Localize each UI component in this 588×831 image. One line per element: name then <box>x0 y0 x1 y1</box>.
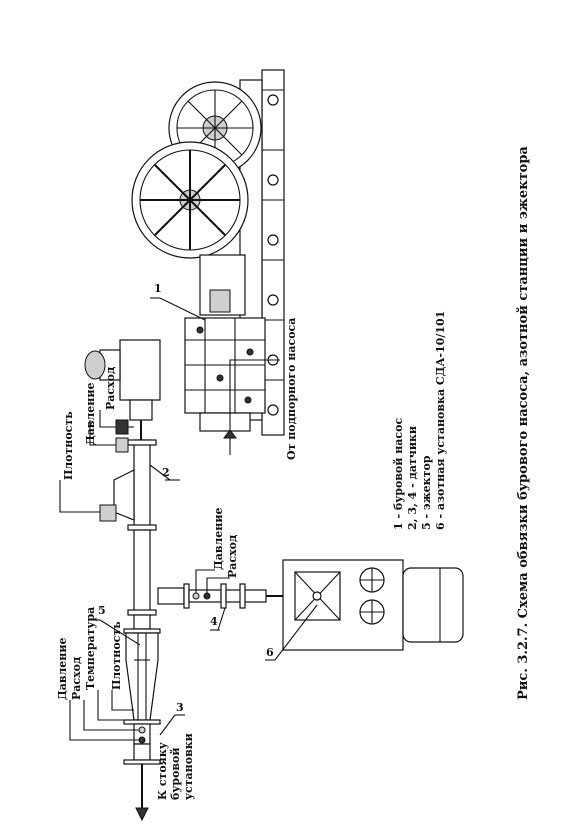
label-4: 4 <box>210 615 218 628</box>
sensor-3: Давление Расход Температура Плотность 3 <box>56 607 185 765</box>
label-to-rig-2: буровой <box>169 747 182 800</box>
label-pressure-low: Давление <box>56 637 69 700</box>
label-flow-low: Расход <box>70 657 83 700</box>
sensor-2: Расход Давление 2 <box>84 367 180 481</box>
label-3: 3 <box>176 701 184 714</box>
booster-inlet: От подпорного насоса <box>223 318 298 460</box>
label-from-pump: От подпорного насоса <box>285 318 298 460</box>
label-pressure-top: Давление <box>84 382 97 445</box>
flywheel <box>131 141 249 259</box>
label-to-rig-3: установки <box>182 733 195 800</box>
nitrogen-unit-motor <box>402 567 464 643</box>
legend-item-4: 6 - азотная установка СДА-10/101 <box>434 311 447 530</box>
label-density-low: Плотность <box>110 621 123 690</box>
nitrogen-line: Давление Расход 4 <box>157 507 285 631</box>
label-1: 1 <box>154 282 162 295</box>
figure-caption: Рис. 3.2.7. Схема обвязки бурового насос… <box>516 146 531 700</box>
rig-outlet: К стояку буровой установки <box>135 733 195 822</box>
drilling-pump: 1 <box>131 69 285 436</box>
discharge-manifold <box>84 339 161 440</box>
nitrogen-unit: 6 <box>265 559 464 661</box>
label-flow-top: Расход <box>104 367 117 410</box>
inlet-arrow-icon <box>223 429 237 439</box>
discharge-line <box>127 439 157 616</box>
legend-item-3: 5 - эжектор <box>420 455 433 530</box>
ejector: 5 <box>88 604 161 745</box>
label-pressure-mid: Давление <box>212 507 225 570</box>
label-temperature-low: Температура <box>84 607 97 690</box>
label-density-top: Плотность <box>62 411 75 480</box>
density-sensor-top: Плотность <box>59 411 135 522</box>
outlet-arrow-icon <box>135 807 149 822</box>
label-6: 6 <box>266 646 274 659</box>
legend-item-2: 2, 3, 4 - датчики <box>406 426 419 530</box>
pump-hydraulic-end <box>184 254 266 432</box>
label-to-rig-1: К стояку <box>156 742 169 800</box>
label-5: 5 <box>98 604 106 617</box>
label-flow-mid: Расход <box>226 535 239 578</box>
legend-item-1: 1 - буровой насос <box>392 418 405 530</box>
legend: 1 - буровой насос 2, 3, 4 - датчики 5 - … <box>392 311 447 530</box>
label-2: 2 <box>162 466 170 479</box>
